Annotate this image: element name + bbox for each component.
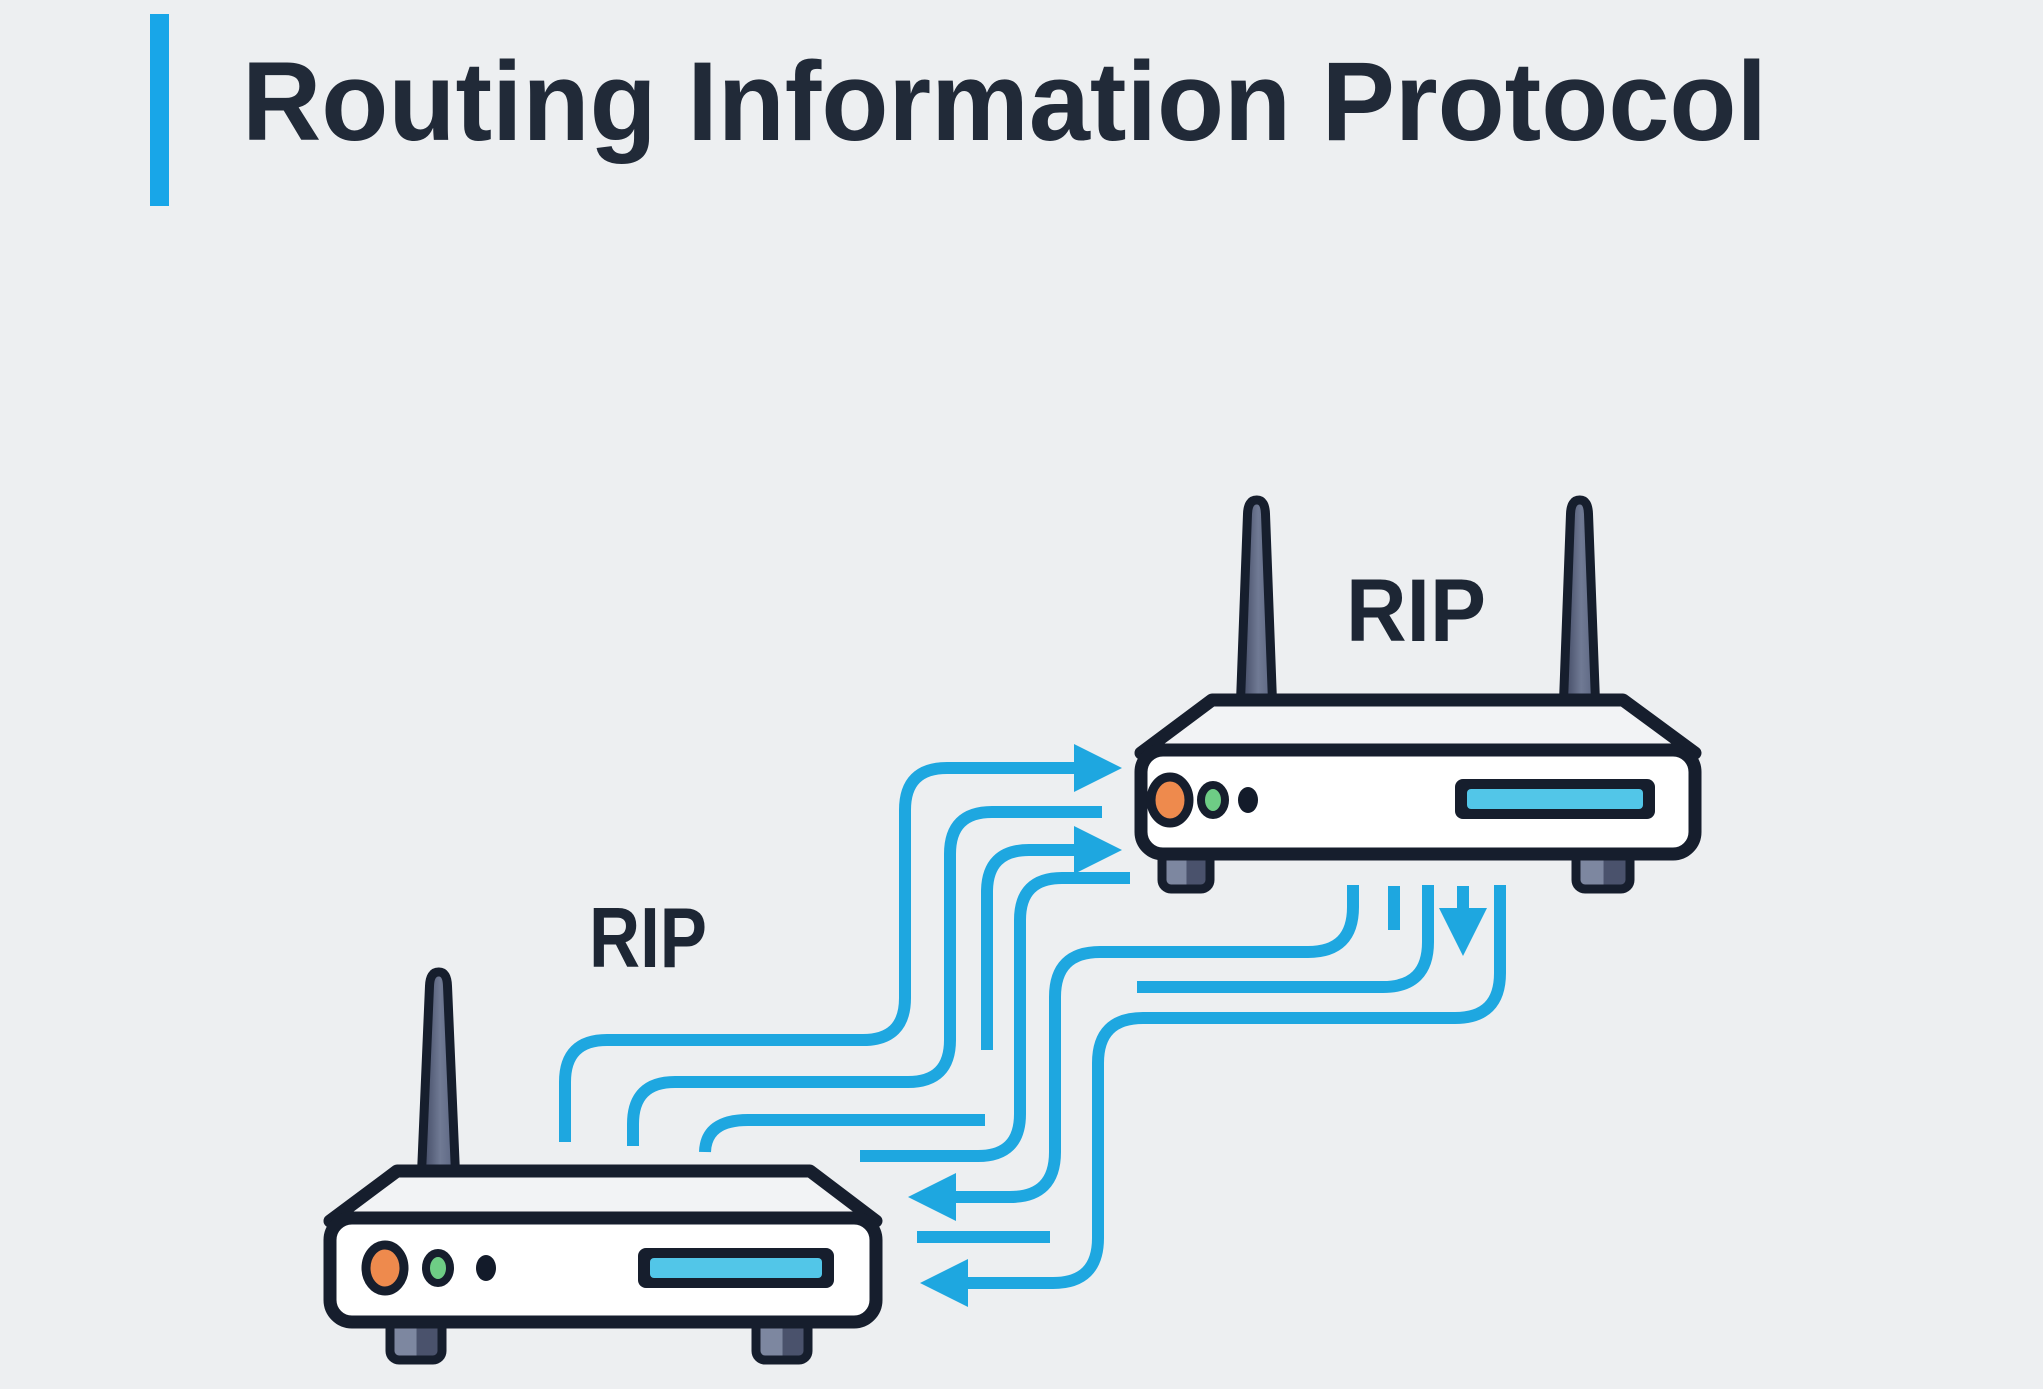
antenna-icon xyxy=(1235,495,1278,720)
led-dark xyxy=(476,1255,496,1281)
flow-up-group xyxy=(559,744,1130,1162)
title-accent-bar xyxy=(150,14,169,206)
led-orange xyxy=(361,1240,409,1296)
led-green xyxy=(1197,781,1229,819)
arrowhead-left-icon xyxy=(920,1259,968,1307)
led-orange xyxy=(1146,772,1194,828)
router-top-face xyxy=(323,1164,883,1228)
antenna-icon xyxy=(1558,495,1601,720)
flow-down-group xyxy=(908,885,1506,1307)
arrowhead-right-icon xyxy=(1074,744,1122,792)
router-front-face xyxy=(323,1211,883,1329)
flow-up-line xyxy=(860,872,1130,1162)
arrowhead-right-icon xyxy=(1074,826,1122,874)
router-bottom: RIP xyxy=(323,891,883,1365)
router-front-face xyxy=(1134,743,1702,861)
vent-slot-glass xyxy=(1467,789,1643,809)
flow-up-line xyxy=(627,806,1102,1146)
antenna-icon xyxy=(416,967,461,1190)
led-green xyxy=(422,1249,454,1287)
router-top: RIP xyxy=(1134,495,1702,894)
led-dark xyxy=(1238,787,1258,813)
router-top-face xyxy=(1134,693,1702,760)
arrowhead-down-icon xyxy=(1439,908,1487,956)
flow-up-line xyxy=(559,762,1080,1142)
flow-up-line xyxy=(981,844,1080,1050)
arrowhead-left-icon xyxy=(908,1173,956,1221)
flow-down-line xyxy=(955,885,1359,1203)
router-bottom-label: RIP xyxy=(589,891,707,986)
router-top-label: RIP xyxy=(1346,560,1486,660)
flow-down-line xyxy=(1137,885,1434,993)
header: Routing Information Protocol xyxy=(150,14,1767,206)
page-title: Routing Information Protocol xyxy=(242,39,1767,164)
flow-up-line xyxy=(699,1114,985,1153)
flow-down-line xyxy=(966,885,1506,1289)
vent-slot-glass xyxy=(650,1258,822,1278)
